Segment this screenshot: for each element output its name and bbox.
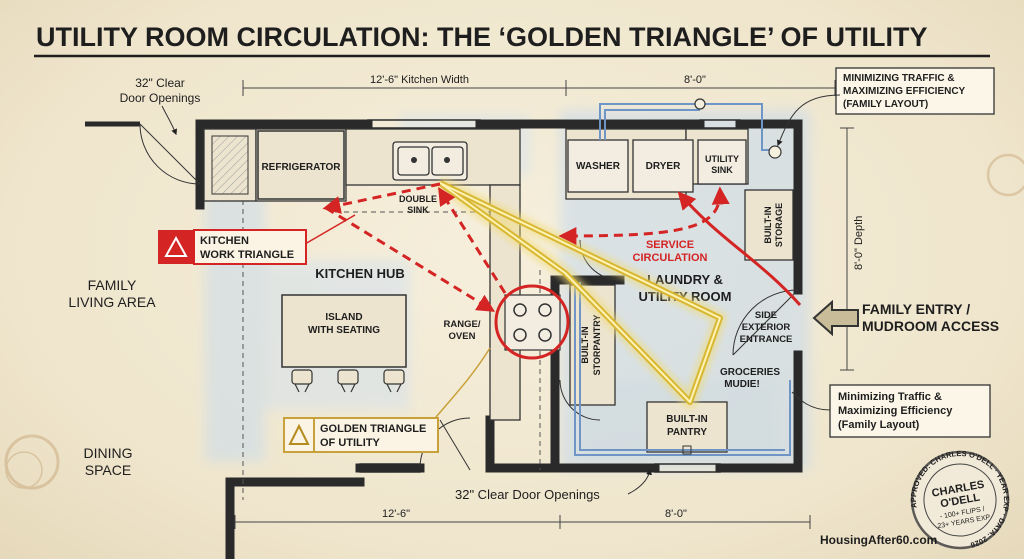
coffee-ring-stains (4, 153, 1024, 490)
island (281, 294, 407, 368)
clear-door-bottom: 32" Clear Door Openings (455, 487, 600, 502)
golden-warning-triangle-icon (288, 423, 310, 445)
walls (195, 119, 803, 559)
efficiency-top-2: MAXIMIZING EFFICIENCY (843, 86, 966, 97)
clear-door-top-leader (161, 105, 178, 136)
golden-triangle-path (435, 176, 727, 409)
window-bottom (654, 463, 721, 473)
utility-sink-label-1: UTILITY (705, 154, 739, 164)
double-sink-label-1: DOUBLE (399, 194, 437, 204)
golden-triangle-legend-box (313, 417, 439, 453)
utility-sink-label-2: SINK (711, 165, 733, 175)
service-circulation-label-2: CIRCULATION (633, 252, 708, 264)
dimension-lines (234, 80, 854, 529)
clear-door-bottom-leader (627, 468, 652, 495)
golden-triangle-legend-1: GOLDEN TRIANGLE (320, 423, 426, 435)
efficiency-bottom-leader (791, 391, 831, 411)
bottom-left-dimension: 12'-6" (382, 508, 410, 520)
service-circulation-label-1: SERVICE (646, 239, 694, 251)
family-area-label-2: LIVING AREA (68, 294, 156, 310)
range-burners (513, 303, 552, 342)
pantry-floor-drain (682, 445, 692, 455)
efficiency-top-1: MINIMIZING TRAFFIC & (843, 73, 955, 84)
kitchen-triangle-legend-box (193, 229, 307, 265)
side-entrance-label-1: SIDE (755, 310, 777, 321)
golden-triangle-legend-2: OF UTILITY (320, 437, 381, 449)
clear-door-top-2: Door Openings (120, 91, 201, 105)
utility-sink (697, 139, 747, 185)
efficiency-top-3: (FAMILY LAYOUT) (843, 99, 928, 110)
drain-icon (768, 145, 782, 159)
side-entrance-label-3: ENTRANCE (740, 334, 793, 345)
kitchen-triangle-legend-1: KITCHEN (200, 235, 249, 247)
family-entry-label-1: FAMILY ENTRY / (862, 301, 970, 317)
sink-drain-left (411, 157, 417, 163)
range-label-1: RANGE/ (444, 319, 481, 330)
washer-label: WASHER (576, 161, 621, 172)
laundry-label-1: LAUNDRY & (647, 272, 723, 287)
dryer-label: DRYER (646, 161, 681, 172)
efficiency-note-bottom (829, 384, 991, 438)
efficiency-bottom-2: Maximizing Efficiency (838, 405, 953, 417)
refrigerator-label: REFRIGERATOR (261, 162, 341, 173)
double-sink (392, 141, 468, 181)
side-entrance-label-2: EXTERIOR (742, 322, 791, 333)
island-label-2: WITH SEATING (308, 325, 380, 336)
storpantry-label-2: STORPANTRY (592, 315, 602, 376)
island-label-1: ISLAND (325, 312, 362, 323)
storpantry-label-1: BUILT-IN (580, 326, 590, 363)
efficiency-top-leader (776, 94, 841, 147)
kitchen-triangle-leader (304, 214, 356, 245)
family-entry-arrow-icon (812, 299, 859, 337)
laundry-width-dimension: 8'-0" (684, 74, 706, 86)
valve-icon (694, 98, 706, 110)
storage-label-2: STORAGE (774, 203, 784, 247)
range-label-2: OVEN (449, 331, 476, 342)
kitchen-triangle-badge (158, 230, 194, 264)
range-highlight-ring (494, 284, 570, 360)
page-title: UTILITY ROOM CIRCULATION: THE ‘GOLDEN TR… (36, 22, 927, 52)
watermark: HousingAfter60.com (820, 533, 937, 547)
pantry-label-2: PANTRY (667, 427, 707, 438)
depth-dimension: 8'-0" Depth (853, 216, 865, 270)
dining-label-2: SPACE (85, 462, 131, 478)
kitchen-triangle-legend-2: WORK TRIANGLE (200, 249, 294, 261)
storage-label-1: BUILT-IN (763, 206, 773, 243)
pantry-cabinet (211, 135, 249, 195)
kitchen-work-triangle-path (322, 182, 507, 312)
efficiency-note-top (835, 67, 995, 115)
refrigerator (257, 130, 345, 200)
groceries-label-1: GROCERIES (720, 367, 780, 378)
family-entry-label-2: MUDROOM ACCESS (862, 318, 999, 334)
window-top (367, 119, 481, 129)
bottom-right-dimension: 8'-0" (665, 508, 687, 520)
sink-drain-right (444, 157, 450, 163)
service-circulation-path (558, 186, 802, 306)
clear-door-top-1: 32" Clear (135, 76, 185, 90)
pantry-label-1: BUILT-IN (666, 414, 707, 425)
efficiency-bottom-1: Minimizing Traffic & (838, 391, 942, 403)
plumbing-lines (574, 103, 791, 456)
dryer (632, 139, 694, 193)
double-sink-label-2: SINK (407, 205, 429, 215)
family-area-label-1: FAMILY (88, 277, 137, 293)
golden-triangle-badge (283, 417, 315, 453)
range-cooktop (504, 294, 561, 351)
window-laundry (699, 119, 741, 129)
kitchen-width-dimension: 12'-6" Kitchen Width (370, 74, 469, 86)
washer (567, 139, 629, 193)
warning-triangle-icon (164, 235, 188, 257)
kitchen-hub-label: KITCHEN HUB (315, 266, 405, 281)
dining-label-1: DINING (84, 445, 133, 461)
efficiency-bottom-3: (Family Layout) (838, 419, 920, 431)
bar-stools (291, 369, 405, 393)
groceries-label-2: MUDIE! (724, 379, 760, 390)
